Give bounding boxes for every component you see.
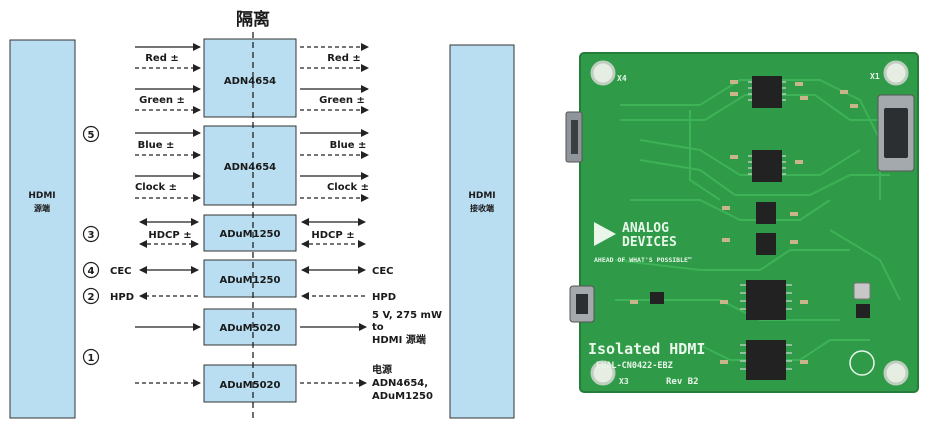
- pcb-ic-small-1: [650, 292, 664, 304]
- step-marker-3: 3: [82, 225, 100, 243]
- power-1-line-1: 5 V, 275 mW: [372, 310, 442, 321]
- hdcp-channel: HDCP ± HDCP ±: [139, 218, 366, 248]
- pcb-traces: [614, 79, 901, 361]
- adn4654-chip-2: [203, 125, 297, 206]
- power-1-line-3: HDMI 源端: [372, 333, 426, 346]
- clock-channel: Clock ± Clock ±: [135, 172, 369, 202]
- hpd-label-left: HPD: [110, 292, 134, 303]
- adn4654-chip-1-label: ADN4654: [224, 76, 276, 87]
- pcb-ic-adn4654-2: [752, 150, 782, 182]
- adum1250-chip-1: [203, 214, 297, 252]
- green-channel: Green ± Green ±: [135, 85, 369, 114]
- hpd-channel: HPD HPD: [110, 292, 396, 303]
- red-label-right: Red ±: [327, 53, 361, 64]
- svg-text:3: 3: [88, 230, 95, 241]
- hdmi-source-panel: [9, 39, 76, 419]
- board-part-number: EVAL-CN0422-EBZ: [596, 361, 673, 371]
- svg-text:2: 2: [88, 292, 95, 303]
- clock-label-left: Clock ±: [135, 182, 177, 193]
- logo-line-1: ANALOG: [622, 221, 669, 236]
- mount-hole-top-right: [883, 60, 909, 86]
- blue-label-left: Blue ±: [138, 140, 175, 151]
- mount-hole-top-left: [590, 60, 616, 86]
- power-channel-2: 电源 ADN4654, ADuM1250: [135, 363, 433, 402]
- logo-tagline: AHEAD OF WHAT'S POSSIBLE™: [594, 256, 692, 264]
- adum5020-chip-2-label: ADuM5020: [220, 380, 281, 391]
- adn4654-chip-2-label: ADN4654: [224, 162, 276, 173]
- label-x1: X1: [870, 72, 880, 81]
- pcb-ic-adum5020-2: [746, 340, 786, 380]
- step-marker-2: 2: [82, 287, 100, 305]
- pcb-photo: ANALOG DEVICES AHEAD OF WHAT'S POSSIBLE™…: [565, 52, 919, 393]
- mount-hole-bottom-left: [590, 360, 616, 386]
- adum5020-chip-1-label: ADuM5020: [220, 323, 281, 334]
- svg-text:1: 1: [88, 353, 95, 364]
- pcb-ic-adn4654-1: [752, 76, 782, 108]
- pcb-ics: [650, 76, 870, 380]
- cec-channel: CEC CEC: [110, 266, 394, 277]
- adum1250-chip-1-label: ADuM1250: [220, 229, 281, 240]
- esd-symbol: [849, 350, 875, 376]
- hdmi-sink-label: HDMI: [468, 191, 495, 201]
- pcb-board: [580, 53, 918, 392]
- clock-label-right: Clock ±: [327, 182, 369, 193]
- pcb-logo: ANALOG DEVICES AHEAD OF WHAT'S POSSIBLE™: [594, 221, 692, 264]
- pcb-ic-adum1250-2: [756, 233, 776, 255]
- power-1-line-2: to: [372, 322, 384, 333]
- adi-logo-icon: [594, 222, 616, 246]
- power-2-line-1: 电源: [372, 363, 392, 376]
- hpd-label-right: HPD: [372, 292, 396, 303]
- step-marker-4: 4: [82, 261, 100, 279]
- blue-label-right: Blue ±: [330, 140, 367, 151]
- hdcp-label-left: HDCP ±: [148, 230, 191, 241]
- cec-label-right: CEC: [372, 266, 394, 277]
- step-marker-5: 5: [82, 125, 100, 143]
- adn4654-chip-1: [203, 38, 297, 118]
- hdmi-source-sublabel: 源端: [34, 203, 50, 213]
- red-channel: Red ± Red ±: [135, 43, 369, 72]
- block-diagram: 隔离 HDMI 源端 HDMI 接收端 ADN4654 ADN4654 ADuM…: [9, 9, 515, 420]
- mount-hole-bottom-right: [883, 360, 909, 386]
- label-x3: X3: [619, 377, 629, 386]
- isolation-label: 隔离: [236, 9, 270, 30]
- power-2-line-3: ADuM1250: [372, 391, 433, 402]
- step-marker-1: 1: [82, 348, 100, 366]
- hdmi-sink-sublabel: 接收端: [470, 203, 494, 213]
- svg-text:5: 5: [88, 130, 95, 141]
- hdmi-source-label: HDMI: [28, 191, 55, 201]
- label-x4: X4: [617, 74, 627, 83]
- blue-channel: Blue ± Blue ±: [135, 129, 369, 159]
- green-label-left: Green ±: [139, 95, 185, 106]
- power-2-line-2: ADN4654,: [372, 378, 428, 389]
- pcb-ic-adum1250-1: [756, 202, 776, 224]
- adum5020-chip-1: [203, 308, 297, 346]
- svg-text:4: 4: [88, 266, 95, 277]
- red-label-left: Red ±: [145, 53, 179, 64]
- cec-label-left: CEC: [110, 266, 132, 277]
- pcb-ic-adum5020-1: [746, 280, 786, 320]
- board-title: Isolated HDMI: [588, 340, 705, 358]
- adum5020-chip-2: [203, 364, 297, 403]
- inductor: [853, 282, 871, 300]
- hdmi-sink-panel: [449, 44, 515, 419]
- hdcp-label-right: HDCP ±: [311, 230, 354, 241]
- power-channel-1: 5 V, 275 mW to HDMI 源端: [135, 310, 442, 346]
- logo-line-2: DEVICES: [622, 235, 677, 250]
- board-revision: Rev B2: [666, 377, 699, 387]
- adum1250-chip-2-label: ADuM1250: [220, 275, 281, 286]
- green-label-right: Green ±: [319, 95, 365, 106]
- pcb-ic-small-2: [856, 304, 870, 318]
- adum1250-chip-2: [203, 259, 297, 298]
